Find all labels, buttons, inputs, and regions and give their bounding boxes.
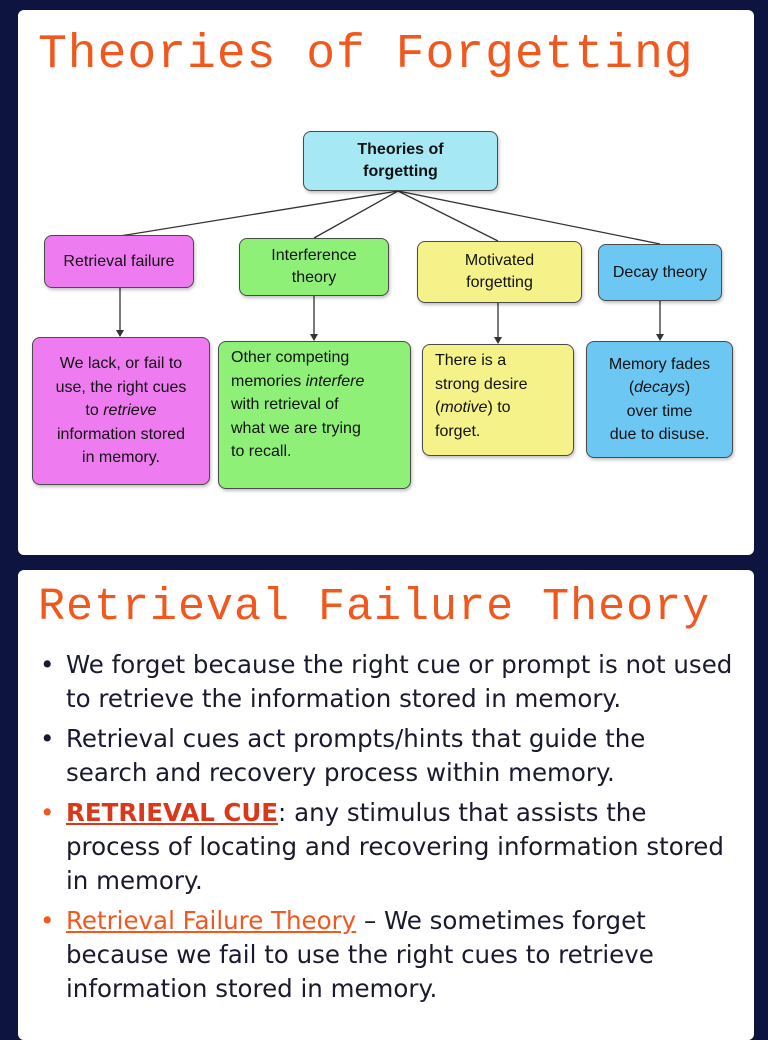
node-retrieval-failure: Retrieval failure — [44, 235, 194, 288]
bullet-item: • Retrieval Failure Theory – We sometime… — [40, 904, 734, 1006]
desc-line: information stored — [56, 425, 186, 443]
desc-line: We lack, or fail to — [59, 355, 183, 373]
node-label: theory — [291, 269, 337, 286]
bullet-item: • RETRIEVAL CUE: any stimulus that assis… — [40, 796, 734, 898]
desc-line: memories interfere — [231, 372, 365, 390]
node-label: forgetting — [466, 274, 533, 291]
emphasis-word: motive — [440, 399, 488, 416]
emphasis-word: retrieve — [103, 402, 157, 420]
node-label: Retrieval failure — [63, 252, 175, 270]
desc-line: due to disuse. — [609, 426, 710, 443]
desc-line: Other competing — [231, 349, 350, 366]
desc-line: (motive) to — [435, 399, 511, 416]
bullet-dot-icon: • — [40, 724, 55, 753]
desc-motivated-forgetting: There is a strong desire (motive) to for… — [422, 344, 574, 456]
bullet-item: • Retrieval cues act prompts/hints that … — [40, 722, 734, 790]
bullet-text: : any stimulus that assists the process … — [66, 798, 724, 895]
keyword-retrieval-failure-theory: Retrieval Failure Theory — [66, 906, 357, 935]
desc-interference-theory: Other competing memories interfere with … — [218, 341, 411, 489]
bullet-text: We forget because the right cue or promp… — [66, 650, 733, 713]
root-line-2: forgetting — [363, 163, 438, 180]
connector-lines — [116, 190, 664, 344]
desc-line: what we are trying — [231, 419, 361, 437]
desc-line: to retrieve — [85, 402, 157, 420]
node-interference-theory: Interference theory — [239, 238, 389, 296]
desc-line: with retrieval of — [231, 396, 339, 413]
desc-line: to recall. — [231, 443, 292, 460]
bullet-text: Retrieval cues act prompts/hints that gu… — [66, 724, 646, 787]
root-node: Theories of forgetting — [303, 131, 498, 191]
desc-line: (decays) — [628, 379, 691, 396]
bullet-dot-icon: • — [40, 798, 55, 827]
bullet-list: • We forget because the right cue or pro… — [40, 648, 734, 1012]
desc-decay-theory: Memory fades (decays) over time due to d… — [586, 341, 733, 458]
keyword-retrieval-cue: RETRIEVAL CUE — [66, 798, 279, 827]
slide-title: Theories of Forgetting — [38, 28, 694, 82]
slide-title: Retrieval Failure Theory — [38, 582, 711, 633]
root-line-1: Theories of — [357, 141, 444, 158]
emphasis-word: decays — [634, 379, 685, 396]
bullet-dot-icon: • — [40, 650, 55, 679]
desc-line: over time — [626, 402, 693, 420]
slide-retrieval-failure-theory: Retrieval Failure Theory • We forget bec… — [18, 570, 754, 1040]
emphasis-word: interfere — [305, 372, 365, 390]
bullet-item: • We forget because the right cue or pro… — [40, 648, 734, 716]
desc-line: Memory fades — [608, 355, 711, 373]
bullet-dot-icon: • — [40, 906, 55, 935]
bullet-text: – We sometimes forget because we fail to… — [66, 906, 654, 1003]
desc-line: use, the right cues — [55, 378, 187, 396]
desc-line: There is a — [435, 352, 507, 369]
node-label: Motivated — [464, 252, 535, 269]
desc-retrieval-failure: We lack, or fail to use, the right cues … — [32, 337, 210, 485]
desc-line: strong desire — [435, 375, 528, 393]
desc-line: in memory. — [82, 449, 160, 467]
node-label: Decay theory — [612, 263, 708, 281]
desc-line: forget. — [435, 422, 481, 440]
node-decay-theory: Decay theory — [598, 244, 722, 301]
node-motivated-forgetting: Motivated forgetting — [417, 241, 582, 303]
slide-theories-of-forgetting: Theories of Forgetting Theories of forge… — [18, 10, 754, 555]
node-label: Interference — [271, 247, 357, 264]
